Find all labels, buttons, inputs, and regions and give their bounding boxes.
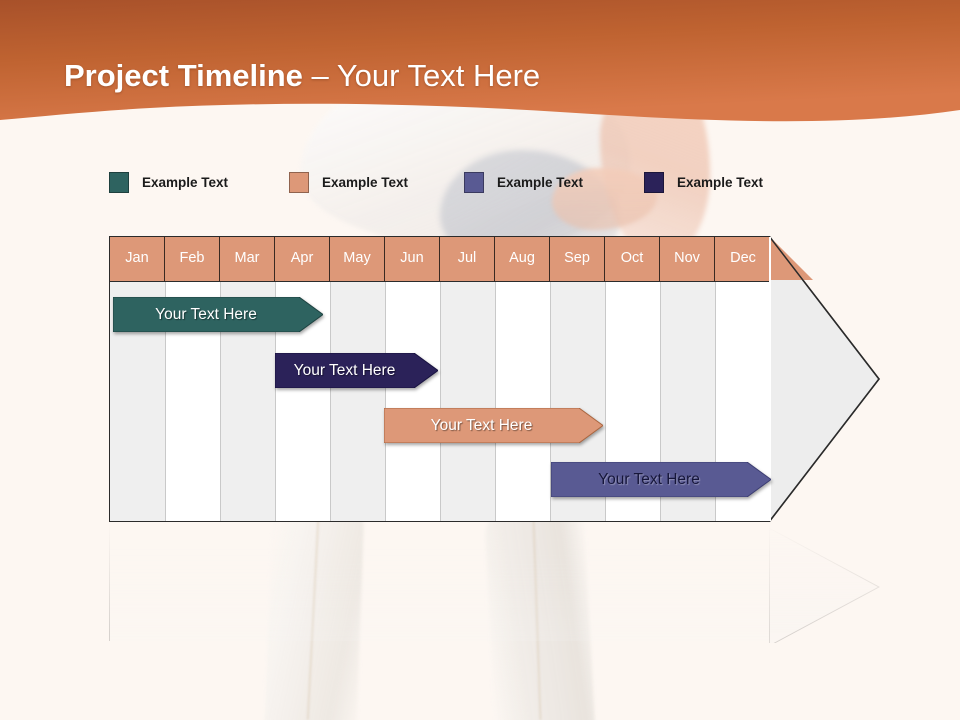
gantt-gridline-9 [605,237,606,521]
gantt-gridline-10 [660,237,661,521]
gantt-bar-4[interactable] [551,462,771,497]
month-header-oct: Oct [605,237,660,281]
page-title-separator: – [302,58,337,93]
photo-left-leg [263,498,365,720]
gantt-gridline-2 [220,237,221,521]
gantt-column-jan [110,237,165,521]
legend-swatch-icon-1 [109,171,129,193]
timeline-arrowhead-icon [769,236,881,522]
page-title-light: Your Text Here [336,58,541,93]
month-header-jan: Jan [110,237,165,281]
gantt-bar-3[interactable] [384,408,603,443]
gantt-column-mar [220,237,275,521]
month-header-jul: Jul [440,237,495,281]
page-title: Project Timeline – Your Text Here [64,58,540,94]
photo-right-leg [483,497,597,720]
gantt-gridline-7 [495,237,496,521]
month-header-dec: Dec [730,250,756,266]
month-header-sep: Sep [550,237,605,281]
legend-swatch-icon-3 [464,171,484,193]
legend: Example Text Example Text Example Text E… [109,170,829,194]
legend-label-1: Example Text [142,174,229,190]
reflection-arrow [768,523,881,647]
reflection-body [109,523,770,641]
month-header-apr: Apr [275,237,330,281]
gantt-chart: Jan Feb Mar Apr May Jun Jul Aug Sep Oct … [109,236,880,522]
legend-label-4: Example Text [677,174,764,190]
gantt-column-aug [495,237,550,521]
header-band [0,0,960,132]
legend-item-3[interactable]: Example Text [464,170,583,194]
month-header-may: May [330,237,385,281]
gantt-column-feb [165,237,220,521]
gantt-gridline-1 [165,237,166,521]
chart-reflection [109,523,881,647]
month-header-aug: Aug [495,237,550,281]
page-title-bold: Project Timeline [64,58,303,93]
gantt-header-row: Jan Feb Mar Apr May Jun Jul Aug Sep Oct … [110,237,769,282]
gantt-bar-1[interactable] [113,297,323,332]
legend-swatch-icon-2 [289,171,309,193]
month-header-feb: Feb [165,237,220,281]
legend-label-3: Example Text [497,174,584,190]
month-header-nov: Nov [660,237,715,281]
gantt-gridline-6 [440,237,441,521]
legend-swatch-icon-4 [644,171,664,193]
legend-label-2: Example Text [322,174,409,190]
month-header-jun: Jun [385,237,440,281]
legend-item-4[interactable]: Example Text [644,170,763,194]
legend-item-2[interactable]: Example Text [289,170,408,194]
photo-left-seam [306,520,320,720]
gantt-column-jul [440,237,495,521]
gantt-gridline-8 [550,237,551,521]
gantt-bar-2[interactable] [275,353,438,388]
photo-right-seam [532,520,542,720]
legend-item-1[interactable]: Example Text [109,170,228,194]
month-header-mar: Mar [220,237,275,281]
gantt-gridline-11 [715,237,716,521]
